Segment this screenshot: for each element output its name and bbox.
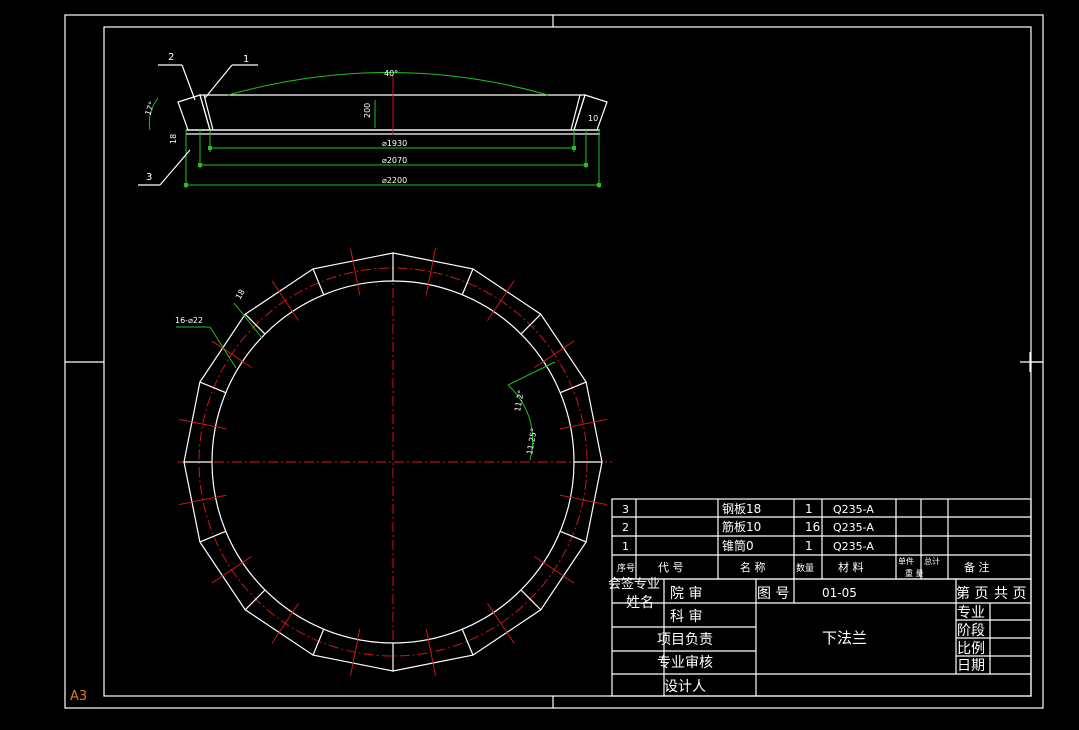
hdr-material: 材 料 — [838, 560, 864, 574]
section-view — [138, 64, 608, 188]
rib-mark — [312, 268, 325, 296]
bom-header: 序号 代 号 名 称 数量 材 料 单件 总计 重 量 备 注 — [617, 556, 990, 578]
bolt-hole-centerline — [534, 340, 575, 368]
tb-project-lead: 项目负责 — [657, 632, 713, 648]
rib-mark — [559, 530, 587, 543]
plan-small-dim: 18 — [234, 288, 247, 301]
plan-view — [176, 248, 612, 676]
rib-mark — [520, 589, 542, 611]
rib-mark — [461, 268, 474, 296]
dim-mid: ⌀2070 — [382, 156, 407, 165]
bolt-hole-centerline — [211, 340, 252, 368]
bolt-hole-centerline — [179, 494, 227, 505]
arc-angle-label: 40° — [384, 69, 398, 78]
tb-specialty-review: 专业审核 — [657, 655, 713, 671]
section-labels: 2 1 3 40° 200 17° 18 10 ⌀1930 ⌀2070 ⌀220… — [143, 52, 598, 185]
tb-page: 第 页 — [956, 585, 988, 602]
tb-total: 共 页 — [994, 586, 1026, 602]
bolt-hole-centerline — [487, 280, 515, 321]
title-block-text: 会签专业 姓名 院 审 科 审 项目负责 专业审核 设计人 图 号 01-05 … — [608, 576, 1026, 695]
title-block-lines — [611, 578, 1032, 697]
hdr-qty: 数量 — [796, 562, 814, 574]
hdr-weight: 重 量 — [905, 568, 924, 578]
bolt-hole-centerline — [350, 248, 361, 296]
hdr-seq: 序号 — [617, 562, 635, 574]
hole-note: 16-⌀22 — [175, 316, 203, 325]
small-dim-left: 18 — [169, 134, 178, 144]
bom-cell-seq: 1 — [622, 540, 629, 553]
bolt-hole-centerline — [559, 494, 607, 505]
rib-mark — [312, 628, 325, 656]
height-label: 200 — [363, 103, 372, 118]
tb-specialty: 专业 — [957, 605, 985, 621]
tb-drawing-title: 下法兰 — [822, 629, 867, 647]
tb-name-label: 姓名 — [626, 595, 654, 611]
bevel-label: 17° — [143, 100, 156, 116]
bom-cell-qty: 1 — [805, 539, 813, 553]
callout-2: 2 — [168, 52, 174, 63]
tb-review1: 院 审 — [670, 586, 702, 602]
tb-drawing-no-label: 图 号 — [757, 586, 789, 602]
tb-drawing-no: 01-05 — [822, 586, 857, 600]
hdr-code: 代 号 — [658, 561, 684, 574]
bolt-hole-centerline — [350, 628, 361, 676]
rib-mark — [199, 381, 227, 394]
bolt-hole-centerline — [271, 603, 299, 644]
bom-cell-qty: 16 — [805, 520, 820, 534]
small-dim-right: 10 — [588, 114, 598, 123]
hdr-unit-mass: 单件 — [898, 556, 914, 566]
bom-cell-name: 锥筒0 — [722, 538, 754, 553]
bom-cell-material: Q235-A — [833, 540, 874, 553]
rib-mark — [199, 530, 227, 543]
bolt-hole-centerline — [559, 419, 607, 430]
plan-labels: 16-⌀22 18 11.2° 11.25° — [175, 288, 539, 456]
tb-review2: 科 审 — [670, 609, 702, 625]
hdr-remark: 备 注 — [964, 560, 990, 574]
rib-mark — [244, 313, 266, 335]
tb-scale: 比例 — [957, 641, 985, 657]
bom-cell-material: Q235-A — [833, 503, 874, 516]
bom-cell-seq: 2 — [622, 521, 629, 534]
bolt-hole-centerline — [179, 419, 227, 430]
bolt-hole-centerline — [534, 556, 575, 584]
rib-mark — [461, 628, 474, 656]
hdr-total-mass: 总计 — [924, 556, 940, 566]
rib-mark — [520, 313, 542, 335]
bolt-hole-centerline — [487, 603, 515, 644]
tb-designer: 设计人 — [664, 679, 706, 695]
sheet-frame — [64, 14, 1044, 709]
bom-cell-seq: 3 — [622, 503, 629, 516]
bolt-hole-centerline — [271, 280, 299, 321]
callout-3: 3 — [146, 172, 152, 183]
angle-b: 11.25° — [525, 427, 539, 455]
tb-date: 日期 — [957, 658, 985, 674]
dim-inner: ⌀1930 — [382, 139, 407, 148]
bolt-hole-centerline — [425, 248, 436, 296]
tb-overflow: 会签专业 — [608, 576, 660, 592]
bom-cell-name: 钢板18 — [722, 502, 761, 516]
bolt-hole-centerline — [425, 628, 436, 676]
bolt-hole-centerline — [211, 556, 252, 584]
tb-stage: 阶段 — [957, 623, 985, 639]
callout-1: 1 — [243, 54, 249, 65]
dim-outer: ⌀2200 — [382, 176, 407, 185]
angle-a: 11.2° — [513, 389, 526, 412]
hdr-name: 名 称 — [740, 560, 766, 574]
rib-mark — [559, 381, 587, 394]
bom-cell-name: 筋板10 — [722, 519, 761, 534]
sheet-size-label: A3 — [70, 689, 87, 704]
bom-cell-qty: 1 — [805, 502, 813, 516]
bom-cell-material: Q235-A — [833, 521, 874, 534]
rib-mark — [244, 589, 266, 611]
